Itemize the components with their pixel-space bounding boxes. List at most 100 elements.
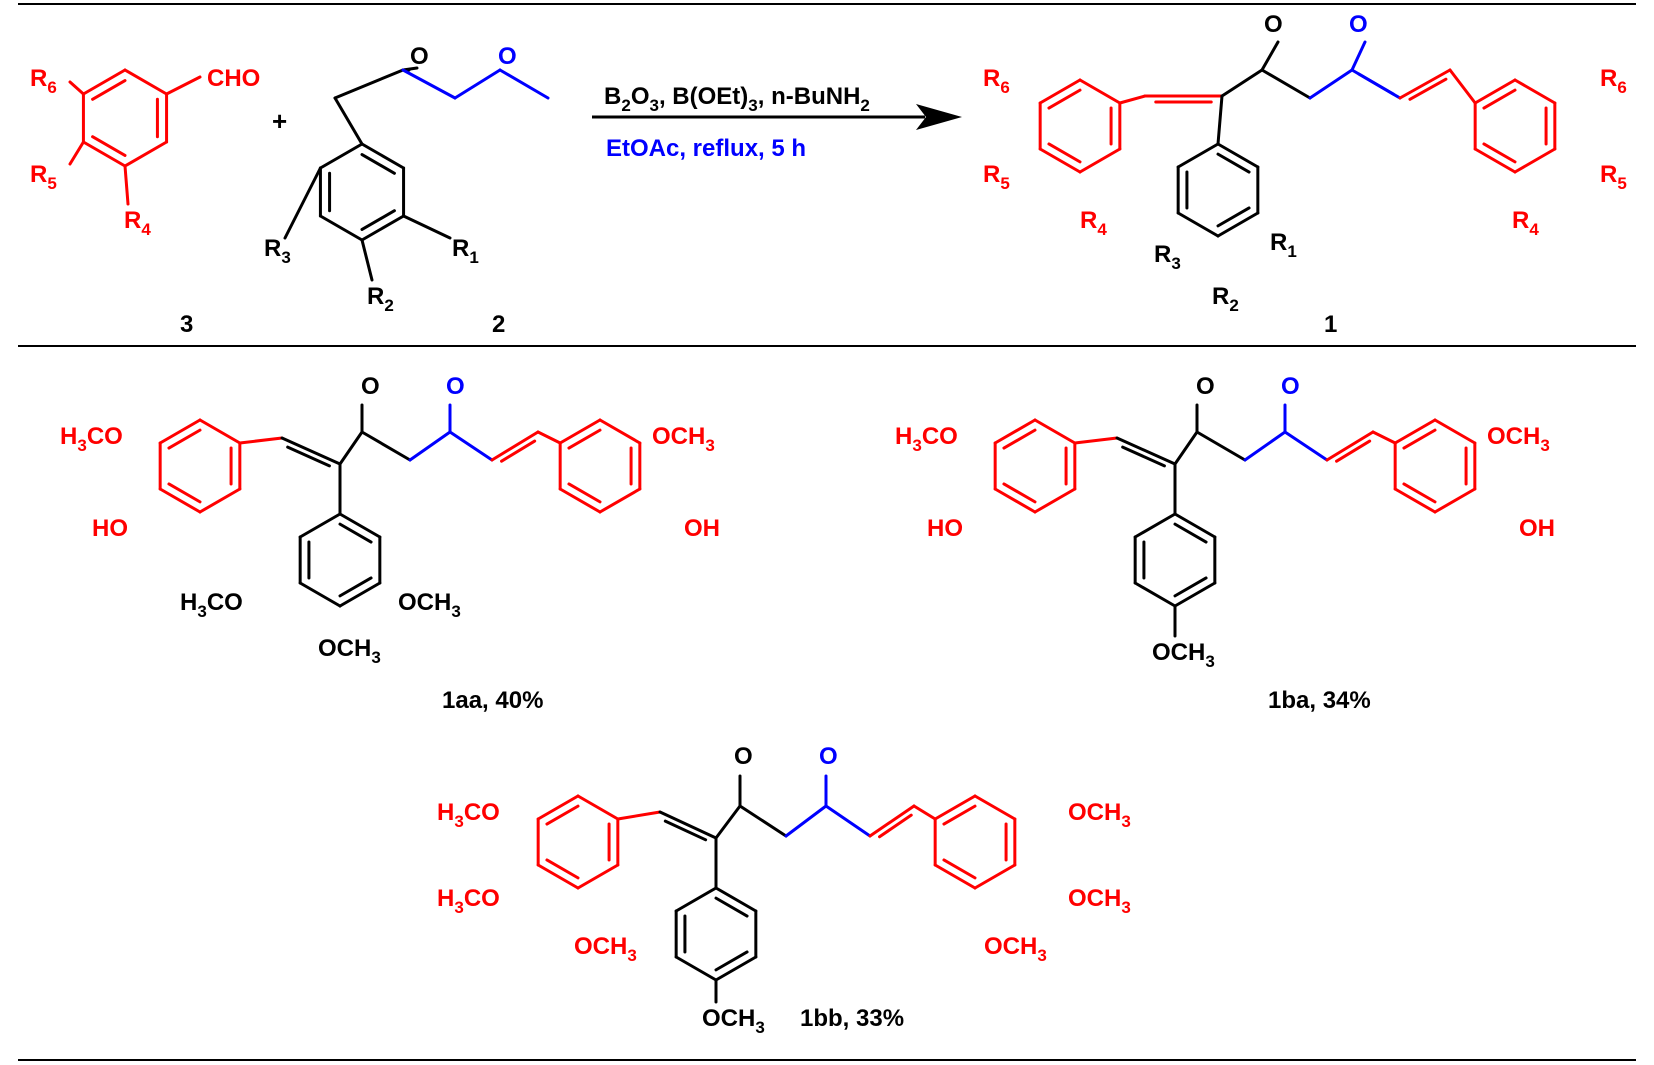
bond [576, 794, 620, 821]
bond [1325, 430, 1375, 462]
label-R4: R4 [124, 207, 151, 239]
bond [1176, 142, 1220, 169]
bond [658, 810, 718, 840]
bond [280, 436, 342, 466]
label-OCH3: OCH3 [702, 1005, 765, 1037]
compound-1bb: O O H3CO H3CO OCH3 OCH3 OCH3 OCH3 OCH3 [437, 743, 1131, 1037]
bond [1195, 430, 1247, 462]
bond [1357, 72, 1395, 96]
bond [663, 819, 708, 842]
plus-sign: + [272, 106, 287, 136]
conditions-text: EtOAc, reflux, 5 h [606, 135, 806, 162]
bond [498, 68, 550, 100]
bond [1216, 206, 1251, 228]
label-HO: HO [927, 515, 963, 542]
bond [1408, 77, 1448, 101]
label-OH: OH [684, 515, 720, 542]
bond [1433, 487, 1477, 514]
label-R4: R4 [1512, 207, 1539, 239]
bond [68, 140, 85, 166]
reaction-arrow [592, 104, 962, 130]
label-HO: HO [92, 515, 128, 542]
caption-1bb: 1bb, 33% [800, 1005, 904, 1032]
bond [123, 164, 130, 206]
bond [1002, 428, 1037, 450]
bond [1038, 78, 1082, 105]
label-R3: R3 [264, 235, 291, 267]
bond [1393, 418, 1437, 445]
bond [338, 576, 373, 598]
bond [360, 153, 396, 175]
bond [868, 804, 916, 838]
bond [448, 430, 494, 462]
caption-1aa: 1aa, 40% [442, 687, 543, 714]
bond [198, 418, 242, 445]
bond [1133, 581, 1177, 608]
bond [298, 512, 342, 539]
bond [283, 166, 322, 240]
bond [360, 238, 374, 282]
bond [784, 804, 828, 838]
reagents-text: B2O3, B(OEt)3, n-BuNH2 [604, 83, 870, 115]
bond [360, 142, 406, 170]
label-OCH3: OCH3 [1068, 885, 1131, 917]
bond [338, 581, 382, 608]
bond [1513, 147, 1557, 174]
bond [567, 482, 602, 504]
label-R1: R1 [452, 235, 479, 267]
label-R3: R3 [1154, 241, 1181, 273]
bond [1216, 94, 1224, 146]
bond [1118, 94, 1147, 105]
bond [1220, 68, 1264, 98]
caption-1ba: 1ba, 34% [1268, 687, 1371, 714]
label-O: O [498, 43, 517, 70]
bond [567, 428, 602, 450]
bond [286, 445, 331, 468]
label-R6: R6 [1600, 65, 1627, 97]
bond [91, 135, 127, 157]
caption-1: 1 [1324, 311, 1337, 338]
label-O: O [410, 43, 429, 70]
bond [167, 428, 202, 450]
bond [545, 858, 580, 880]
bond [1216, 142, 1260, 169]
compound-1aa: O O H3CO HO OCH3 OH H3CO OCH3 OCH3 [60, 373, 720, 667]
label-H3CO: H3CO [437, 799, 500, 831]
bond [674, 886, 718, 913]
bond [81, 140, 127, 168]
label-OCH3: OCH3 [318, 635, 381, 667]
bond [1033, 487, 1077, 514]
bond [598, 418, 642, 445]
bond [1033, 418, 1077, 445]
compound-1ba: O O H3CO HO OCH3 OH OCH3 [895, 373, 1555, 671]
bond [1243, 430, 1287, 462]
label-R4: R4 [1080, 207, 1107, 239]
bond [1002, 482, 1037, 504]
label-OCH3: OCH3 [1487, 423, 1550, 455]
label-H3CO: H3CO [895, 423, 958, 455]
bond [1216, 211, 1260, 238]
bond [1173, 576, 1208, 598]
bond [490, 430, 540, 462]
bond [993, 487, 1037, 514]
label-O: O [446, 373, 465, 400]
bond [338, 430, 364, 466]
bond [1047, 142, 1082, 164]
label-R2: R2 [367, 283, 394, 315]
compound-2: O O R3 R1 R2 [264, 43, 517, 315]
bond [338, 512, 382, 539]
bond [1402, 428, 1437, 450]
label-R5: R5 [30, 161, 57, 193]
label-R6: R6 [983, 65, 1010, 97]
label-OH: OH [1519, 515, 1555, 542]
bond [714, 896, 749, 918]
bond [1078, 78, 1122, 105]
bond [453, 68, 502, 100]
bond [933, 863, 977, 890]
bond [402, 214, 452, 240]
bond [933, 794, 977, 821]
bond [360, 430, 412, 462]
bond [408, 430, 452, 462]
bond [333, 68, 405, 100]
